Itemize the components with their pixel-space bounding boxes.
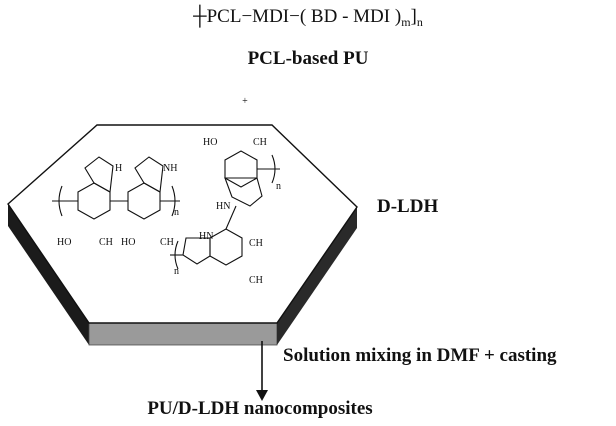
label-ch-2: CH <box>160 237 174 248</box>
plate-top-face <box>7 124 358 324</box>
plus-sign: + <box>242 96 248 107</box>
plate-left-side <box>8 204 89 345</box>
plate-front-face <box>88 322 278 346</box>
formula-pcl: PCL <box>206 6 242 27</box>
ldh-plate <box>7 124 358 346</box>
process-label: Solution mixing in DMF + casting <box>283 345 557 366</box>
formula-bd: BD <box>310 6 338 27</box>
polymer-formula: ┼PCL−MDI−( BD - MDI )m]n <box>0 6 616 30</box>
label-nh: NH <box>163 163 177 174</box>
right-dimer-structure <box>170 150 280 270</box>
dldh-label: D-LDH <box>377 196 439 217</box>
label-h: H <box>115 163 122 174</box>
left-dimer-structure <box>52 156 180 220</box>
formula-subscript-m: m <box>401 15 411 29</box>
formula-dash-inner: - <box>337 6 354 27</box>
label-n-3: n <box>174 266 179 277</box>
label-hn-2: HN <box>199 231 213 242</box>
label-hn: HN <box>216 201 230 212</box>
label-n-2: n <box>276 181 281 192</box>
formula-close-paren: ) <box>394 6 402 27</box>
formula-close-bracket: ] <box>410 6 417 27</box>
formula-dash-paren: −( <box>289 6 307 27</box>
product-label: PU/D-LDH nanocomposites <box>147 398 373 419</box>
formula-subscript-n: n <box>416 15 423 29</box>
pu-label: PCL-based PU <box>247 48 369 69</box>
label-ch-5: CH <box>249 275 263 286</box>
formula-dash: − <box>241 6 253 27</box>
label-ho-3: HO <box>203 137 217 148</box>
formula-mdi-inner: MDI <box>353 6 391 27</box>
label-ch-1: CH <box>99 237 113 248</box>
label-ho-1: HO <box>57 237 71 248</box>
label-n-1: n <box>174 207 179 218</box>
label-ch-4: CH <box>249 238 263 249</box>
formula-open-bracket: ┼ <box>193 6 207 27</box>
process-arrow <box>256 341 268 401</box>
formula-mdi: MDI <box>252 6 290 27</box>
plate-right-side <box>277 207 357 345</box>
label-ho-2: HO <box>121 237 135 248</box>
label-ch-3: CH <box>253 137 267 148</box>
